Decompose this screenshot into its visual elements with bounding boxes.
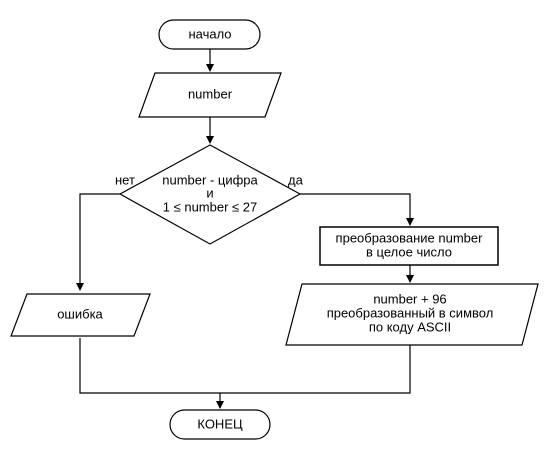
convert-line-1: преобразование number — [336, 230, 484, 245]
input-label: number — [188, 86, 233, 101]
decision-line-2: и — [206, 185, 213, 200]
connector-output-merge — [220, 345, 411, 394]
decision-node: number - цифра и 1 ≤ number ≤ 27 — [118, 144, 302, 245]
branch-no-label: нет — [115, 172, 135, 187]
connector-error-merge — [79, 338, 220, 394]
convert-process-node: преобразование number в целое число — [319, 226, 499, 266]
connector-yes-branch — [300, 193, 414, 226]
output-line-3: по коду ASCII — [369, 319, 451, 334]
convert-line-2: в целое число — [366, 244, 452, 259]
end-label: КОНЕЦ — [197, 416, 243, 431]
error-output-node: ошибка — [10, 293, 151, 337]
end-node: КОНЕЦ — [169, 409, 271, 440]
decision-line-1: number - цифра — [162, 172, 258, 187]
output-line-2: преобразованный в символ — [327, 305, 494, 320]
start-node: начало — [158, 19, 261, 50]
connector-no-branch — [76, 193, 120, 291]
output-node: number + 96 преобразованный в символ по … — [285, 283, 539, 346]
input-node: number — [138, 72, 282, 118]
error-label: ошибка — [57, 306, 103, 321]
output-line-1: number + 96 — [373, 291, 446, 306]
branch-yes-label: да — [288, 172, 304, 187]
decision-line-3: 1 ≤ number ≤ 27 — [163, 199, 258, 214]
start-label: начало — [188, 26, 231, 41]
